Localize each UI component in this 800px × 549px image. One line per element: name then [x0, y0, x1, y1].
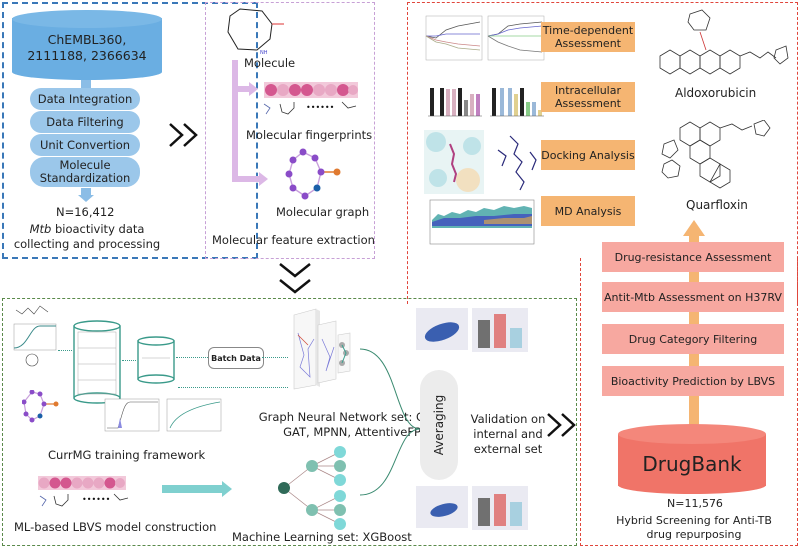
screening-panel — [407, 2, 798, 304]
training-data-cylinder — [73, 320, 121, 404]
dataset-count: N=16,412 — [56, 205, 115, 219]
svg-text:••••••: •••••• — [306, 103, 334, 112]
panel1-caption: Mtb bioactivity data collecting and proc… — [12, 222, 162, 252]
ml-set-label: Machine Learning set: XGBoost — [232, 530, 412, 544]
curriculum-curve-chart — [13, 305, 57, 367]
chevron-right-icon — [547, 413, 576, 437]
down-arrow-icon — [78, 195, 94, 202]
branch-arrow — [232, 176, 260, 182]
chevron-right-icon — [169, 123, 198, 147]
azepanone-molecule-icon: NH — [227, 8, 284, 56]
time-dependent-line-chart — [487, 15, 545, 61]
step-data-filtering: Data Filtering — [30, 111, 140, 133]
currmg-label: CurrMG training framework — [48, 448, 206, 462]
chevron-down-icon — [279, 263, 311, 294]
chembl-label: ChEMBL360, 2111188, 2366634 — [27, 32, 147, 63]
ml-lbvs-label: ML-based LBVS model construction — [14, 520, 217, 534]
chembl-database-icon: ChEMBL360, 2111188, 2366634 — [12, 10, 162, 80]
arrow-head-icon — [259, 172, 268, 186]
md-rmsd-chart — [429, 199, 535, 245]
molecular-graph-icon — [22, 390, 59, 423]
xgb-scatter-chart — [416, 486, 468, 528]
batch-cylinder — [137, 336, 175, 384]
time-dependent-line-chart — [425, 15, 483, 61]
fragment-icons: •••••• — [263, 101, 357, 115]
competence-chart — [104, 398, 160, 432]
drug-aldoxorubicin: Aldoxorubicin — [675, 86, 757, 100]
svg-text:••••••: •••••• — [82, 495, 110, 504]
difficulty-chart — [166, 398, 222, 432]
gnn-scatter-chart — [416, 308, 468, 350]
molecule-label: Molecule — [244, 56, 296, 70]
drugbank-label: DrugBank — [642, 452, 742, 476]
assessment-docking: Docking Analysis — [541, 140, 635, 170]
svg-text:NH: NH — [260, 50, 268, 56]
gnn-layers-icon — [293, 308, 351, 390]
step-molecule-standardization: Molecule Standardization — [30, 157, 140, 187]
step-unit-convertion: Unit Convertion — [30, 134, 140, 156]
down-arrow-icon — [81, 188, 91, 196]
intracellular-bar-chart — [428, 88, 482, 117]
quarfloxin-structure — [661, 120, 771, 189]
assessment-intracellular: Intracellular Assessment — [541, 82, 635, 112]
flow-connector — [178, 387, 288, 388]
merge-curves — [359, 348, 421, 496]
flow-connector — [262, 357, 288, 358]
panel3-caption: Hybrid Screening for Anti-TB drug repurp… — [616, 514, 772, 541]
averaging-label: Averaging — [432, 394, 447, 456]
drug-quarfloxin: Quarfloxin — [686, 198, 748, 212]
branch-arrow — [232, 60, 238, 182]
feature-extraction-panel — [205, 2, 375, 259]
fragment-icons: •••••• — [39, 493, 129, 507]
flow-connector — [58, 350, 72, 351]
ml-arrow — [162, 485, 222, 493]
molecular-graph-icon — [285, 148, 341, 200]
screening-panel-lower — [580, 258, 798, 546]
arrow-up-icon — [683, 220, 705, 236]
docking-interaction-diagram — [497, 135, 537, 191]
batch-data-node: Batch Data — [208, 347, 264, 369]
graph-label: Molecular graph — [276, 205, 370, 219]
xgboost-tree-icon — [278, 446, 346, 530]
xgb-bar-chart — [472, 486, 528, 530]
drugbank-database-icon: DrugBank — [618, 424, 766, 496]
validation-label: Validation on internal and external set — [470, 412, 546, 456]
screen-anti-mtb-h37rv: Antit-Mtb Assessment on H37RV — [602, 282, 784, 312]
branch-arrow — [232, 86, 250, 92]
fingerprint-bar-icon — [264, 82, 358, 98]
fingerprint-bar-icon — [38, 476, 126, 490]
assessment-md: MD Analysis — [541, 196, 635, 226]
fingerprints-label: Molecular fingerprints — [246, 128, 373, 142]
drugbank-count: N=11,576 — [667, 497, 723, 510]
averaging-node: Averaging — [420, 370, 458, 480]
screen-drug-category: Drug Category Filtering — [602, 324, 784, 354]
arrow-head-icon — [222, 481, 232, 497]
screen-bioactivity-lbvs: Bioactivity Prediction by LBVS — [602, 366, 784, 396]
arrow-head-icon — [249, 82, 258, 96]
aldoxorubicin-structure — [659, 9, 789, 75]
panel2-caption: Molecular feature extraction — [212, 233, 375, 247]
data-collection-panel — [2, 2, 258, 259]
caption-rest: bioactivity data collecting and processi… — [13, 222, 161, 251]
step-data-integration: Data Integration — [30, 88, 140, 110]
down-arrow-icon — [81, 80, 91, 90]
assessment-time-dependent: Time-dependent Assessment — [541, 22, 635, 52]
gnn-label: Graph Neural Network set: GCN, GAT, MPNN… — [258, 410, 446, 439]
docking-surface-image — [424, 130, 484, 194]
model-training-panel — [2, 298, 577, 546]
intracellular-bar-chart — [490, 88, 544, 117]
flow-connector — [176, 357, 208, 358]
mtb-italic: Mtb — [29, 222, 52, 236]
gnn-bar-chart — [472, 308, 528, 352]
screen-drug-resistance: Drug-resistance Assessment — [602, 242, 784, 272]
flow-connector — [122, 360, 136, 361]
